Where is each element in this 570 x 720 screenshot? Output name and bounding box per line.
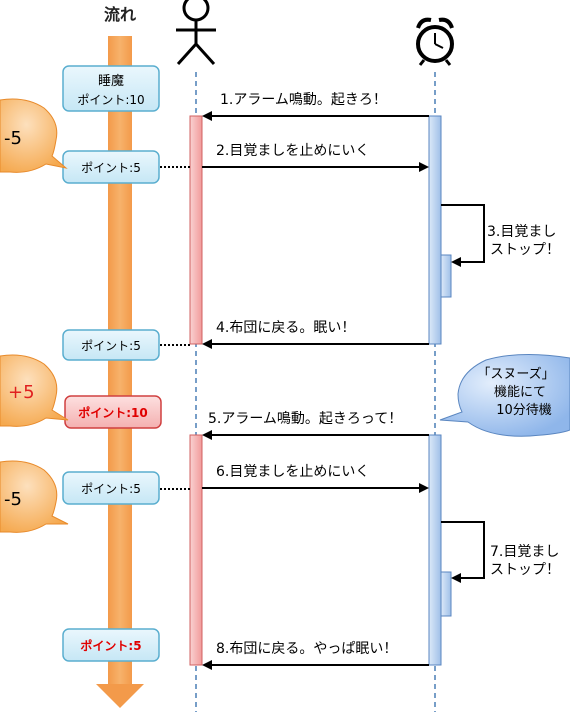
message-label-4: 4.布団に戻る。眠い！ <box>216 320 355 336</box>
message-label-5: 5.アラーム鳴動。起きろって！ <box>208 411 402 427</box>
snooze-note: 「スヌーズ」 機能にて 10分待機 <box>439 353 570 437</box>
delta-callout-3: -5 <box>0 460 69 533</box>
clock-activation-1 <box>428 115 442 345</box>
person-activation-1 <box>189 115 203 345</box>
svg-text:ポイント:5: ポイント:5 <box>81 339 141 353</box>
person-icon <box>176 0 216 66</box>
svg-text:ポイント:5: ポイント:5 <box>80 638 141 653</box>
message-label-1: 1.アラーム鳴動。起きろ！ <box>220 92 387 108</box>
svg-text:+5: +5 <box>8 382 35 403</box>
svg-text:ポイント:10: ポイント:10 <box>77 93 144 107</box>
alarm-clock-icon <box>416 17 454 66</box>
svg-text:機能にて: 機能にて <box>494 385 546 400</box>
svg-text:ポイント:10: ポイント:10 <box>78 405 148 420</box>
flow-arrow-shaft <box>108 36 132 686</box>
svg-text:ポイント:5: ポイント:5 <box>81 482 141 496</box>
clock-activation-1-nested <box>440 254 452 298</box>
clock-activation-2-nested <box>440 571 452 617</box>
self-message-1-line2: ストップ！ <box>490 242 560 258</box>
point-box-1: 睡魔 ポイント:10 <box>62 65 160 112</box>
self-message-arrow-1 <box>441 204 485 263</box>
clock-activation-2 <box>428 434 442 666</box>
svg-text:-5: -5 <box>4 489 22 510</box>
svg-text:10分待機: 10分待機 <box>496 403 552 418</box>
message-label-6: 6.目覚ましを止めにいく <box>216 464 369 480</box>
point-box-2: ポイント:5 <box>62 150 160 184</box>
delta-callout-2: +5 <box>0 354 69 427</box>
self-message-2-line1: 7.目覚まし <box>490 544 559 560</box>
flow-arrow-head <box>96 684 144 708</box>
svg-text:-5: -5 <box>4 128 22 149</box>
svg-text:「スヌーズ」: 「スヌーズ」 <box>477 366 554 382</box>
message-label-2: 2.目覚ましを止めにいく <box>216 143 369 159</box>
self-message-1-line1: 3.目覚まし <box>487 224 556 240</box>
flow-label: 流れ <box>104 5 136 24</box>
point-box-6: ポイント:5 <box>62 628 160 662</box>
message-label-8: 8.布団に戻る。やっぱ眠い！ <box>216 641 397 657</box>
person-activation-2 <box>189 434 203 666</box>
svg-text:睡魔: 睡魔 <box>98 74 124 89</box>
self-message-2-line2: ストップ！ <box>490 562 560 578</box>
point-box-4: ポイント:10 <box>64 395 162 429</box>
point-box-3: ポイント:5 <box>62 329 160 361</box>
delta-callout-1: -5 <box>0 98 68 173</box>
svg-text:ポイント:5: ポイント:5 <box>81 161 141 175</box>
self-message-arrow-2 <box>441 521 485 579</box>
point-box-5: ポイント:5 <box>62 471 160 505</box>
